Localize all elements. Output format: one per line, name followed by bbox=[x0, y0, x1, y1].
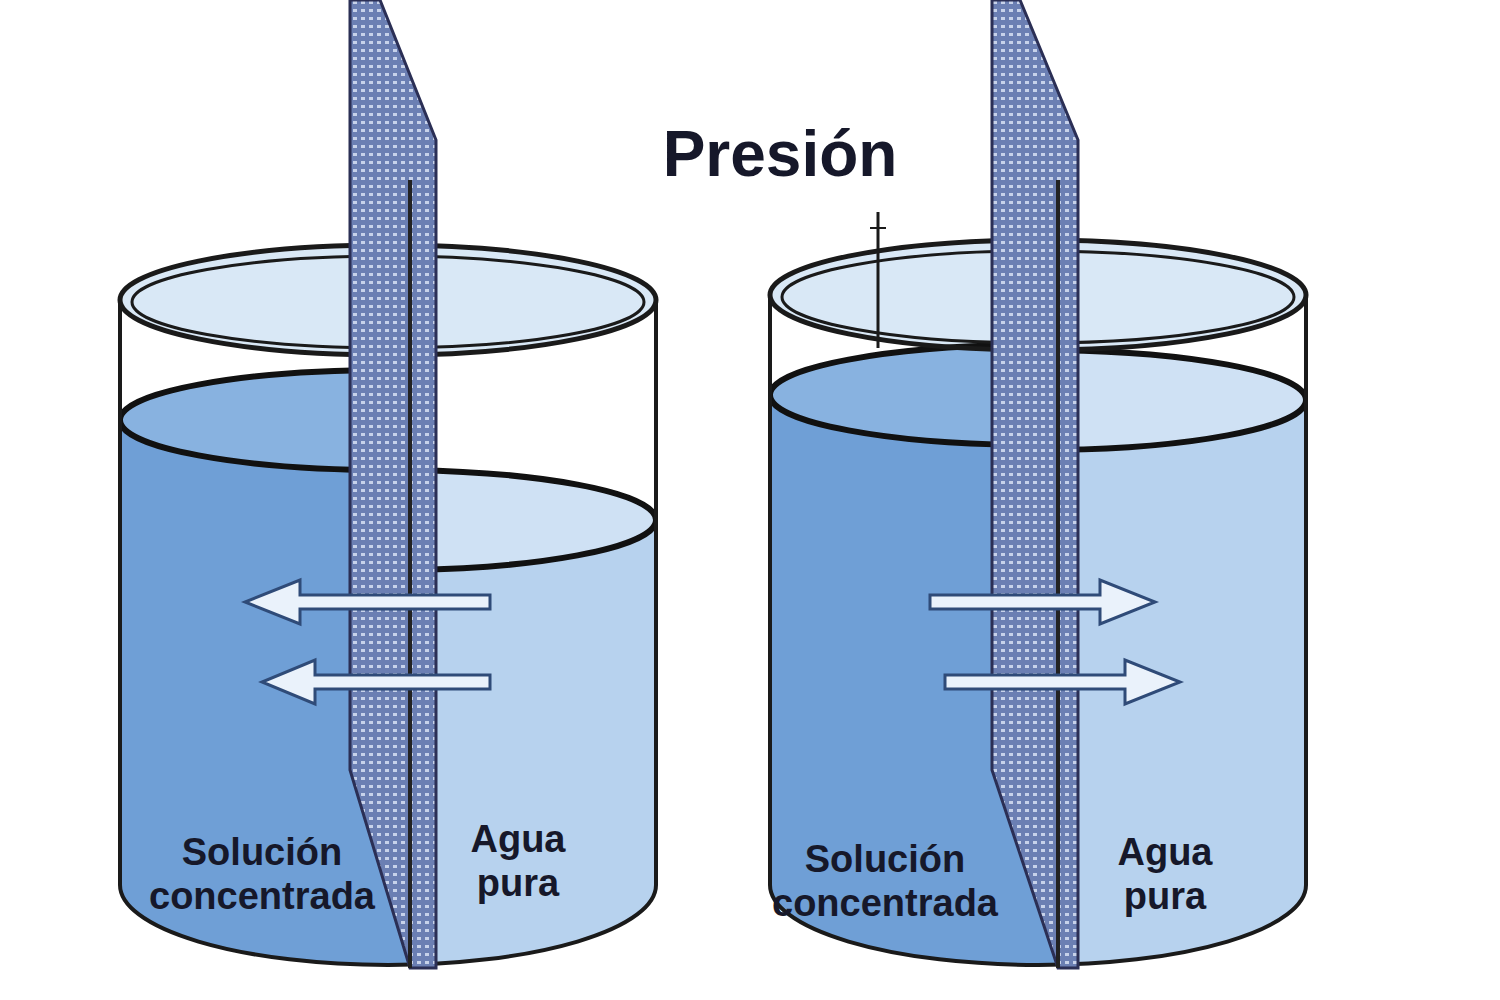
compartment-label: Agua pura bbox=[1080, 831, 1250, 918]
compartment-label: Solución concentrada bbox=[117, 831, 407, 918]
compartment-label: Solución concentrada bbox=[740, 838, 1030, 925]
pressure-label: Presión bbox=[570, 118, 990, 192]
compartment-label: Agua pura bbox=[433, 818, 603, 905]
